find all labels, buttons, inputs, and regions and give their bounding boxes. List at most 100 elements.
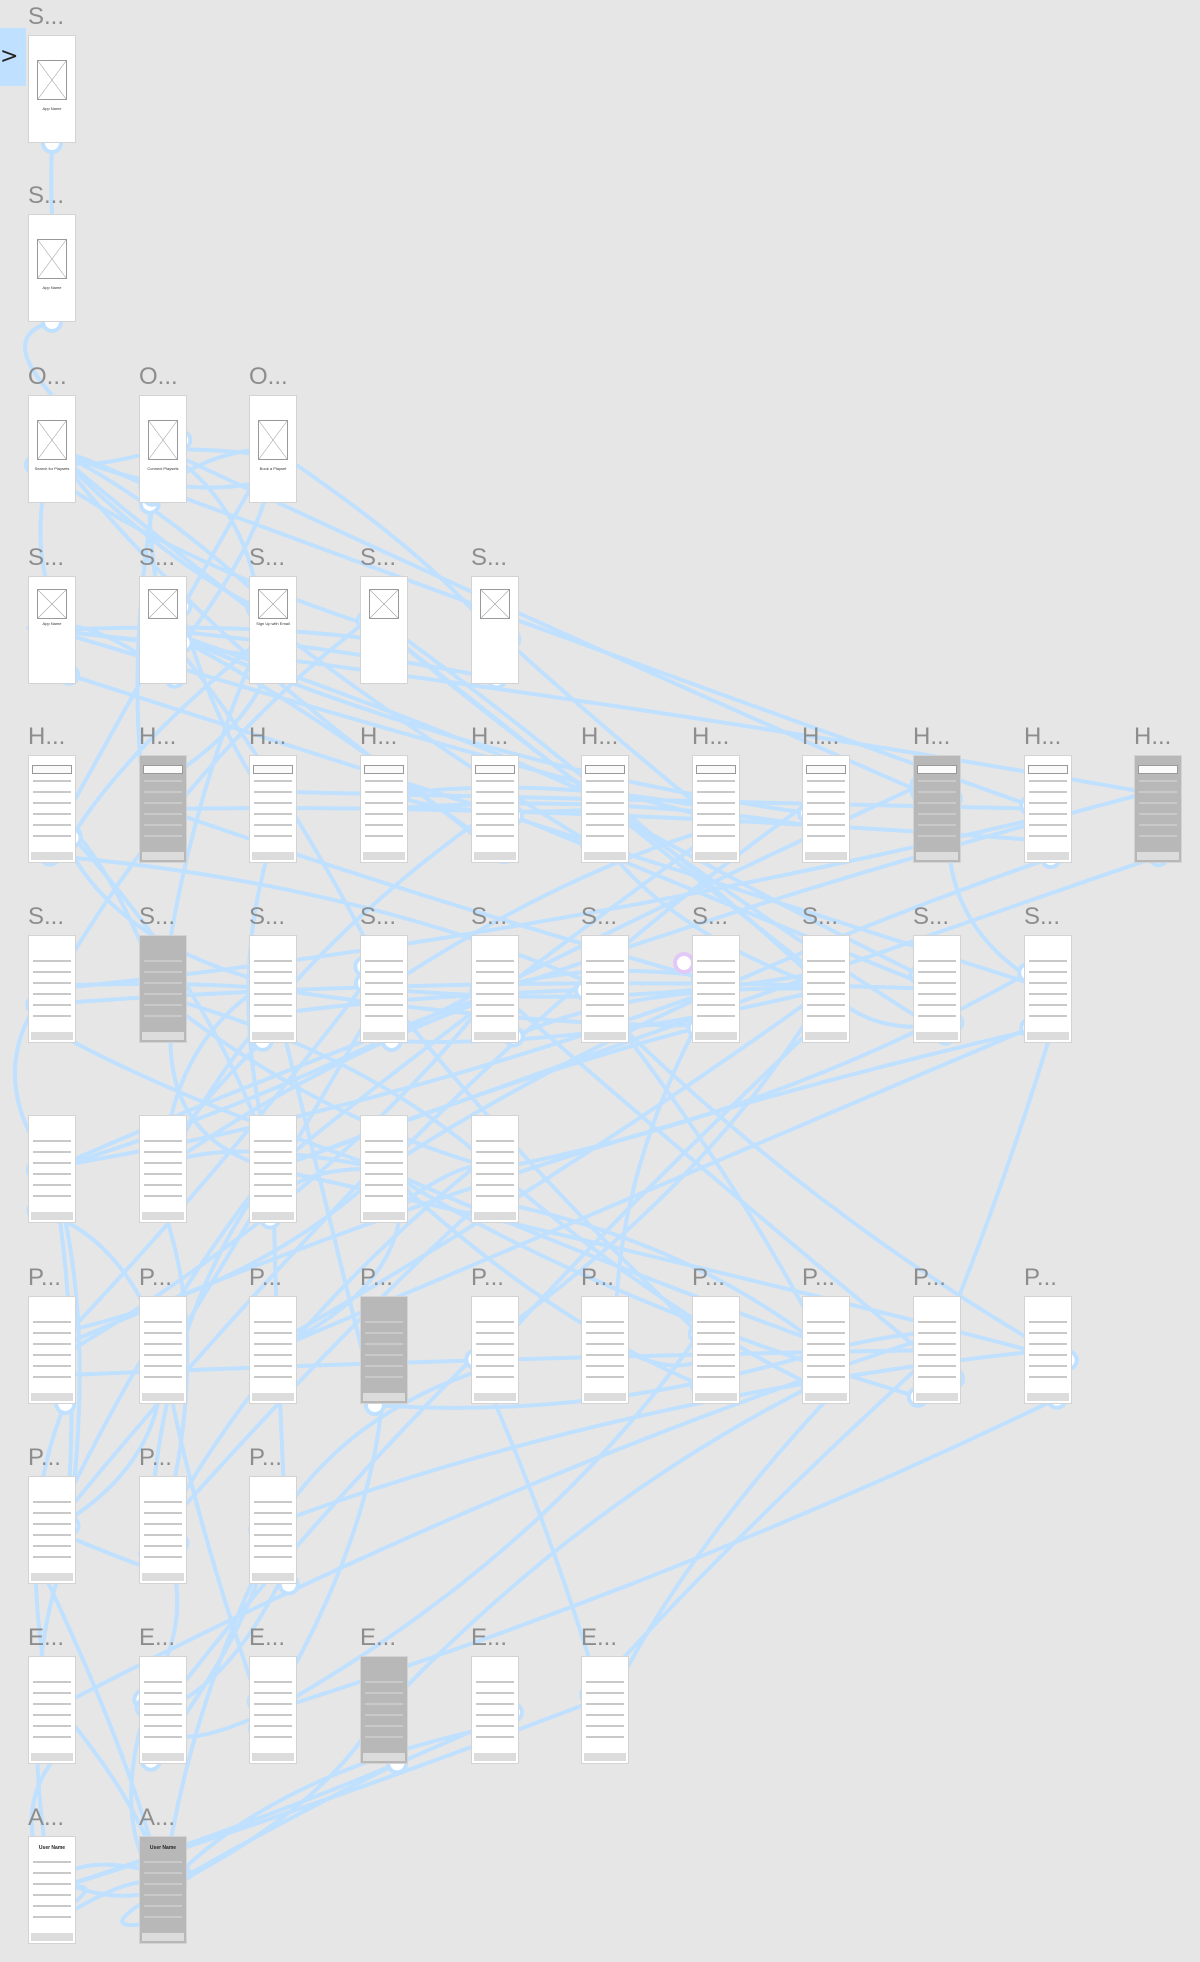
prototype-link[interactable] [399,785,717,811]
artboard-thumbnail[interactable] [1024,935,1072,1043]
prototype-link[interactable] [50,1145,396,1532]
artboard-thumbnail[interactable] [249,1656,297,1764]
artboard-thumbnail[interactable]: Book a Playset [249,395,297,503]
artboard-thumbnail[interactable] [581,1656,629,1764]
artboard-thumbnail[interactable] [28,935,76,1043]
artboard-title[interactable]: S... [1024,903,1061,930]
artboard-title[interactable]: H... [913,723,951,750]
artboard-thumbnail[interactable] [913,935,961,1043]
artboard-thumbnail[interactable] [471,1115,519,1223]
artboard-thumbnail[interactable] [360,1656,408,1764]
prototype-link[interactable] [51,625,395,645]
prototype-link[interactable] [583,988,1050,1352]
artboard-title[interactable]: S... [249,544,286,571]
artboard-thumbnail[interactable] [360,576,408,684]
artboard-title[interactable]: S... [28,182,65,209]
artboard-title[interactable]: P... [249,1444,282,1471]
artboard-title[interactable]: P... [139,1444,172,1471]
prototype-link[interactable] [51,812,1054,991]
artboard-title[interactable]: P... [1024,1264,1057,1291]
artboard-thumbnail[interactable] [139,935,187,1043]
artboard-title[interactable]: H... [139,723,177,750]
artboard-title[interactable]: P... [139,1264,172,1291]
prototype-link[interactable] [50,981,367,1352]
artboard-thumbnail[interactable] [249,935,297,1043]
prototype-link[interactable] [604,807,921,977]
artboard-title[interactable]: S... [581,903,618,930]
artboard-thumbnail[interactable] [249,1115,297,1223]
prototype-link[interactable] [161,1761,399,1892]
artboard-title[interactable]: A... [28,1804,65,1831]
artboard-thumbnail[interactable] [360,935,408,1043]
artboard-thumbnail[interactable] [139,1296,187,1404]
artboard-thumbnail[interactable] [692,755,740,863]
prototype-link[interactable] [271,987,828,1347]
artboard-thumbnail[interactable] [360,1115,408,1223]
artboard-thumbnail[interactable] [28,1656,76,1764]
artboard-title[interactable]: H... [1134,723,1172,750]
artboard-thumbnail[interactable] [802,755,850,863]
artboard-title[interactable]: H... [581,723,619,750]
artboard-thumbnail[interactable]: Sign Up with Email [249,576,297,684]
artboard-title[interactable]: S... [28,903,65,930]
artboard-title[interactable]: S... [471,903,508,930]
artboard-title[interactable]: E... [581,1624,618,1651]
artboard-title[interactable]: S... [28,3,65,30]
artboard-title[interactable]: E... [28,1624,65,1651]
artboard-thumbnail[interactable]: App Name [28,576,76,684]
artboard-thumbnail[interactable]: App Name [28,35,76,143]
artboard-thumbnail[interactable] [28,1296,76,1404]
artboard-thumbnail[interactable] [28,1476,76,1584]
artboard-thumbnail[interactable] [249,1476,297,1584]
artboard-title[interactable]: S... [802,903,839,930]
prototype-link[interactable] [500,987,828,1333]
artboard-title[interactable]: P... [802,1264,835,1291]
artboard-thumbnail[interactable]: App Name [28,214,76,322]
artboard-thumbnail[interactable] [471,755,519,863]
artboard-thumbnail[interactable] [692,935,740,1043]
artboard-title[interactable]: E... [139,1624,176,1651]
prototype-link[interactable] [493,1167,826,1394]
link-handle[interactable] [673,952,695,974]
artboard-title[interactable]: E... [249,1624,286,1651]
artboard-thumbnail[interactable] [471,935,519,1043]
artboard-thumbnail[interactable]: Connect Playsets [139,395,187,503]
artboard-title[interactable]: O... [249,363,288,390]
artboard-title[interactable]: H... [360,723,398,750]
prototype-link[interactable] [51,989,482,1171]
artboard-thumbnail[interactable] [139,1115,187,1223]
artboard-title[interactable]: P... [249,1264,282,1291]
prototype-link[interactable] [162,628,599,800]
artboard-thumbnail[interactable] [1024,755,1072,863]
artboard-thumbnail[interactable] [802,935,850,1043]
prototype-link[interactable] [51,447,1031,808]
artboard-title[interactable]: S... [139,544,176,571]
prototype-link[interactable] [150,987,496,1171]
artboard-title[interactable]: E... [471,1624,508,1651]
prototype-link[interactable] [591,991,828,1351]
artboard-thumbnail[interactable] [1134,755,1182,863]
prototype-link[interactable] [161,1340,491,1712]
prototype-link[interactable] [51,447,280,615]
artboard-title[interactable]: S... [139,903,176,930]
prototype-link[interactable] [382,1167,702,1387]
artboard-title[interactable]: P... [471,1264,504,1291]
artboard-thumbnail[interactable] [802,1296,850,1404]
prototype-link[interactable] [382,628,947,1037]
artboard-thumbnail[interactable] [139,576,187,684]
artboard-thumbnail[interactable]: User Name [139,1836,187,1944]
artboard-title[interactable]: E... [360,1624,397,1651]
artboard-thumbnail[interactable] [692,1296,740,1404]
prototype-link[interactable] [49,853,606,991]
artboard-title[interactable]: S... [249,903,286,930]
artboard-title[interactable]: H... [28,723,66,750]
artboard-thumbnail[interactable] [913,755,961,863]
artboard-title[interactable]: P... [913,1264,946,1291]
prototype-link[interactable] [162,628,497,681]
prototype-link[interactable] [383,1167,826,1347]
artboard-title[interactable]: S... [692,903,729,930]
prototype-link[interactable] [47,987,497,1366]
artboard-thumbnail[interactable] [139,755,187,863]
artboard-thumbnail[interactable] [139,1476,187,1584]
